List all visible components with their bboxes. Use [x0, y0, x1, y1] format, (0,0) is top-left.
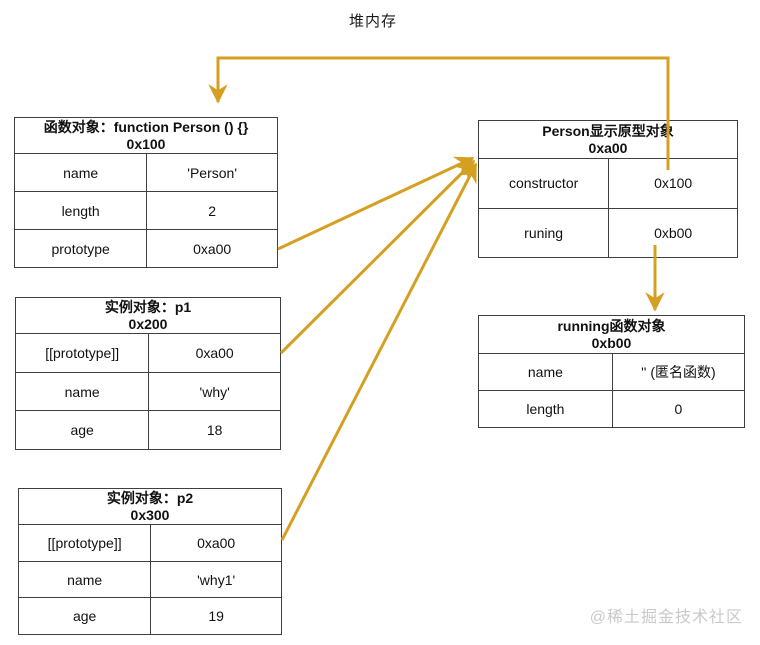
row-value: 0xa00	[197, 534, 236, 551]
table-row: age 19	[19, 598, 281, 635]
row-key: [[prototype]]	[19, 525, 152, 561]
row-key: constructor	[479, 159, 610, 208]
table-title: Person显示原型对象	[542, 122, 674, 139]
row-value: 19	[208, 608, 224, 625]
heap-memory-label: 堆内存	[349, 13, 398, 30]
table-instance-p2: 实例对象：p2 0x300 [[prototype]] 0xa00 name '…	[18, 488, 282, 635]
table-row: name 'why1'	[19, 561, 281, 599]
row-value: 0xb00	[654, 224, 693, 241]
table-row: name 'why'	[16, 372, 280, 412]
table-instance-p1: 实例对象：p1 0x200 [[prototype]] 0xa00 name '…	[15, 297, 281, 450]
table-address: 0x300	[130, 506, 170, 523]
table-running-function-header: running函数对象 0xb00	[479, 316, 744, 354]
row-key: prototype	[15, 230, 148, 267]
row-value: 0xa00	[193, 240, 232, 257]
row-key: [[prototype]]	[16, 334, 150, 372]
row-value: 'why'	[199, 383, 230, 400]
row-key: length	[15, 192, 148, 229]
table-address: 0x100	[126, 135, 166, 152]
watermark: @稀土掘金技术社区	[589, 609, 743, 626]
row-key: name	[15, 154, 148, 191]
row-value: 18	[206, 422, 223, 439]
table-instance-p1-header: 实例对象：p1 0x200	[16, 298, 280, 334]
row-value: 0x100	[654, 175, 693, 192]
table-title: 实例对象：p2	[106, 489, 194, 506]
table-row: name 'Person'	[15, 154, 277, 192]
table-title: 函数对象：function Person () {}	[43, 118, 249, 135]
table-row: [[prototype]] 0xa00	[19, 525, 281, 562]
table-person-prototype-header: Person显示原型对象 0xa00	[479, 121, 737, 159]
row-value: 2	[208, 202, 217, 219]
row-value: 0xa00	[195, 344, 234, 361]
row-key: runing	[479, 208, 610, 257]
row-key: length	[479, 391, 613, 427]
table-address: 0x200	[128, 315, 168, 332]
table-row: length 2	[15, 192, 277, 230]
row-key: name	[479, 354, 613, 390]
table-instance-p2-header: 实例对象：p2 0x300	[19, 489, 281, 525]
table-function-object-header: 函数对象：function Person () {} 0x100	[15, 118, 277, 154]
row-value: 'Person'	[187, 164, 237, 181]
table-row: [[prototype]] 0xa00	[16, 334, 280, 373]
arrow-p2-prototype-to-person-prototype	[280, 162, 478, 541]
table-title: running函数对象	[557, 317, 666, 334]
row-value: 0	[674, 401, 683, 417]
table-row: runing 0xb00	[479, 208, 737, 257]
table-address: 0xb00	[591, 334, 632, 351]
row-value: 'why1'	[197, 571, 236, 588]
row-key: name	[16, 372, 150, 411]
row-key: name	[19, 561, 152, 598]
arrow-function-prototype-to-person-prototype	[277, 156, 475, 251]
table-row: age 18	[16, 411, 280, 450]
row-value: '' (匿名函数)	[641, 364, 716, 380]
table-title: 实例对象：p1	[104, 298, 192, 315]
table-row: constructor 0x100	[479, 159, 737, 209]
row-key: age	[19, 598, 152, 635]
arrow-p1-prototype-to-person-prototype	[279, 159, 476, 355]
table-row: length 0	[479, 391, 744, 427]
table-person-prototype: Person显示原型对象 0xa00 constructor 0x100 run…	[478, 120, 738, 258]
table-address: 0xa00	[588, 139, 628, 156]
row-key: age	[16, 411, 150, 450]
table-row: name '' (匿名函数)	[479, 354, 744, 391]
table-row: prototype 0xa00	[15, 230, 277, 267]
table-function-object: 函数对象：function Person () {} 0x100 name 'P…	[14, 117, 278, 268]
table-running-function: running函数对象 0xb00 name '' (匿名函数) length …	[478, 315, 745, 428]
